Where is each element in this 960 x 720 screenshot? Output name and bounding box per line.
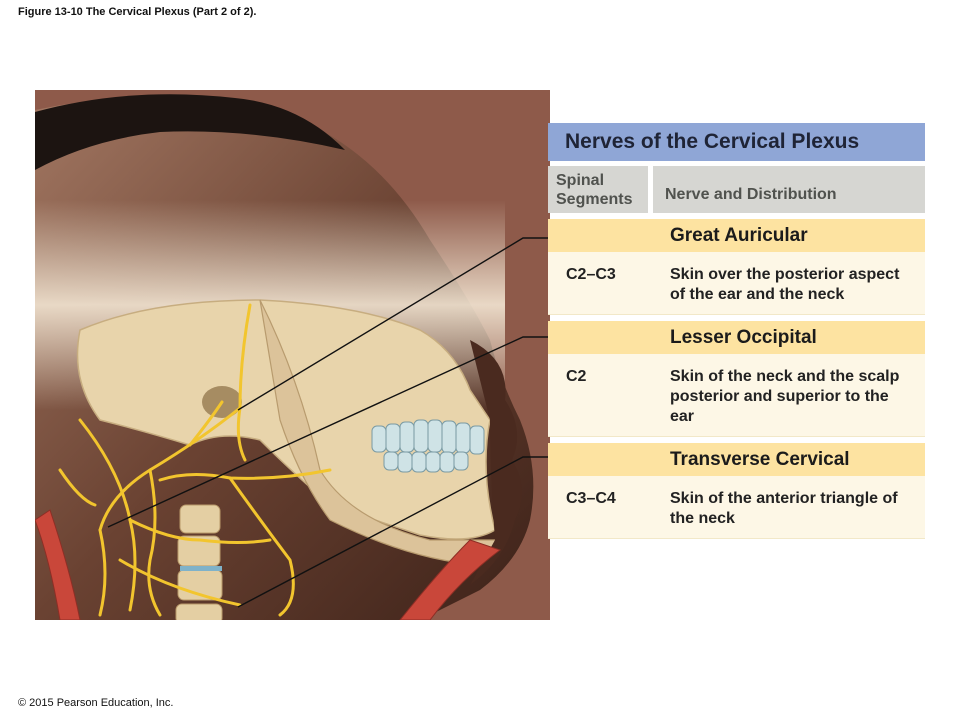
lips <box>470 340 522 585</box>
leader-lines <box>107 237 558 608</box>
hair <box>35 94 345 170</box>
nerve-distribution: Skin over the posterior aspect of the ea… <box>670 266 900 303</box>
nerve-header-great-auricular: Great Auricular <box>548 219 925 252</box>
table-header: Spinal Segments Nerve and Distribution <box>548 166 925 213</box>
teeth <box>371 419 485 473</box>
table-title: Nerves of the Cervical Plexus <box>548 123 925 161</box>
nerve-row-lesser-occipital: C2 Skin of the neck and the scalp poster… <box>548 354 925 437</box>
nerve-table: Nerves of the Cervical Plexus Spinal Seg… <box>548 123 925 539</box>
nerve-header-transverse-cervical: Transverse Cervical <box>548 443 925 476</box>
spinal-segment: C3–C4 <box>566 490 616 507</box>
sternocleidomastoid-right <box>399 539 502 620</box>
nerve-row-transverse-cervical: C3–C4 Skin of the anterior triangle of t… <box>548 476 925 539</box>
spinal-segment: C2 <box>566 368 587 385</box>
header-spinal-segments: Spinal Segments <box>548 166 648 213</box>
nerve-distribution: Skin of the neck and the scalp posterior… <box>670 368 900 425</box>
nerve-header-lesser-occipital: Lesser Occipital <box>548 321 925 354</box>
nerve-row-great-auricular: C2–C3 Skin over the posterior aspect of … <box>548 252 925 315</box>
sternocleidomastoid-left <box>35 509 81 620</box>
nerve-name: Lesser Occipital <box>670 327 817 348</box>
nerve-distribution: Skin of the anterior triangle of the nec… <box>670 490 898 527</box>
header-nerve-distribution: Nerve and Distribution <box>653 166 925 213</box>
intervertebral-disc <box>180 566 222 571</box>
leader-lesser-occipital <box>107 336 558 528</box>
leader-great-auricular <box>237 237 558 411</box>
nerve-name: Great Auricular <box>670 225 808 246</box>
nerve-name: Transverse Cervical <box>670 449 850 470</box>
nerve-branches <box>58 303 332 617</box>
leader-transverse-cervical <box>237 456 558 608</box>
figure-caption: Figure 13-10 The Cervical Plexus (Part 2… <box>18 6 257 18</box>
copyright-notice: © 2015 Pearson Education, Inc. <box>18 697 174 709</box>
spinal-segment: C2–C3 <box>566 266 616 283</box>
cervical-vertebrae <box>175 504 223 620</box>
